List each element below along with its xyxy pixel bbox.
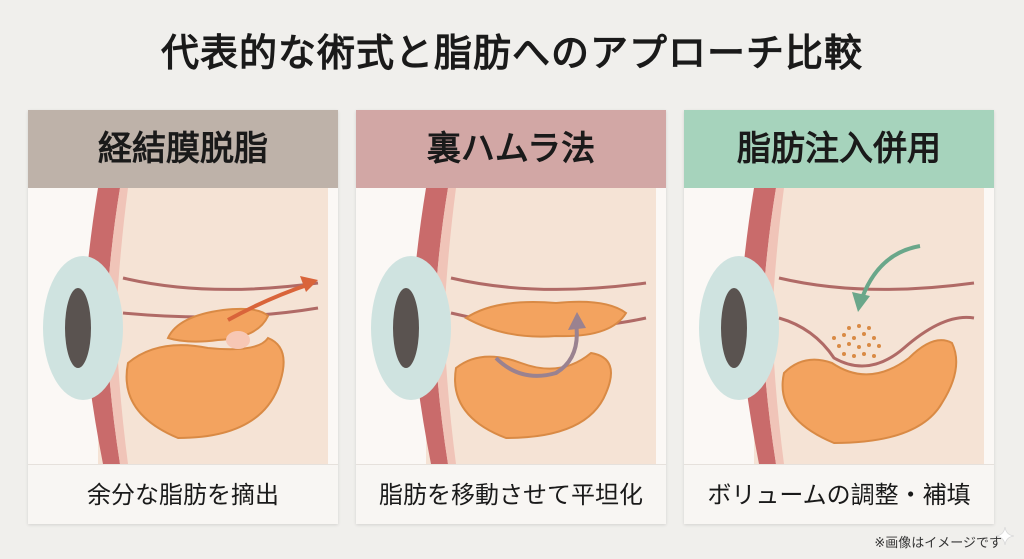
arrow-out-icon (227, 282, 311, 322)
panel-caption: ボリュームの調整・補填 (684, 464, 994, 524)
lower-fat-pad (454, 351, 612, 440)
panel-caption: 脂肪を移動させて平坦化 (356, 464, 666, 524)
lower-fat-pad (781, 339, 958, 445)
panel-header: 脂肪注入併用 (684, 110, 994, 188)
panel-header: 経結膜脱脂 (28, 110, 338, 188)
sparkle-icon (996, 527, 1014, 545)
panel-caption: 余分な脂肪を摘出 (28, 464, 338, 524)
pupil (721, 288, 747, 368)
panel-transconjunctival: 経結膜脱脂 余分な脂肪を摘出 (28, 110, 338, 524)
lower-fat-pad (125, 336, 285, 440)
anatomy-illustration (28, 188, 338, 464)
panel-ura-hamra: 裏ハムラ法 脂肪を移動させて平坦化 (356, 110, 666, 524)
arrow-move-icon (494, 322, 579, 378)
panel-fat-injection: 脂肪注入併用 ボリュームの調整・補填 (684, 110, 994, 524)
anatomy-illustration (684, 188, 994, 464)
page-title: 代表的な術式と脂肪へのアプローチ比較 (160, 31, 863, 75)
arrow-inject-icon (860, 244, 921, 299)
pupil (65, 288, 91, 368)
anatomy-illustration (356, 188, 666, 464)
repositioned-fat (464, 300, 628, 338)
disclaimer-note: ※画像はイメージです (874, 536, 1002, 551)
pupil (393, 288, 419, 368)
injected-fat-dots (832, 324, 881, 358)
panel-header: 裏ハムラ法 (356, 110, 666, 188)
